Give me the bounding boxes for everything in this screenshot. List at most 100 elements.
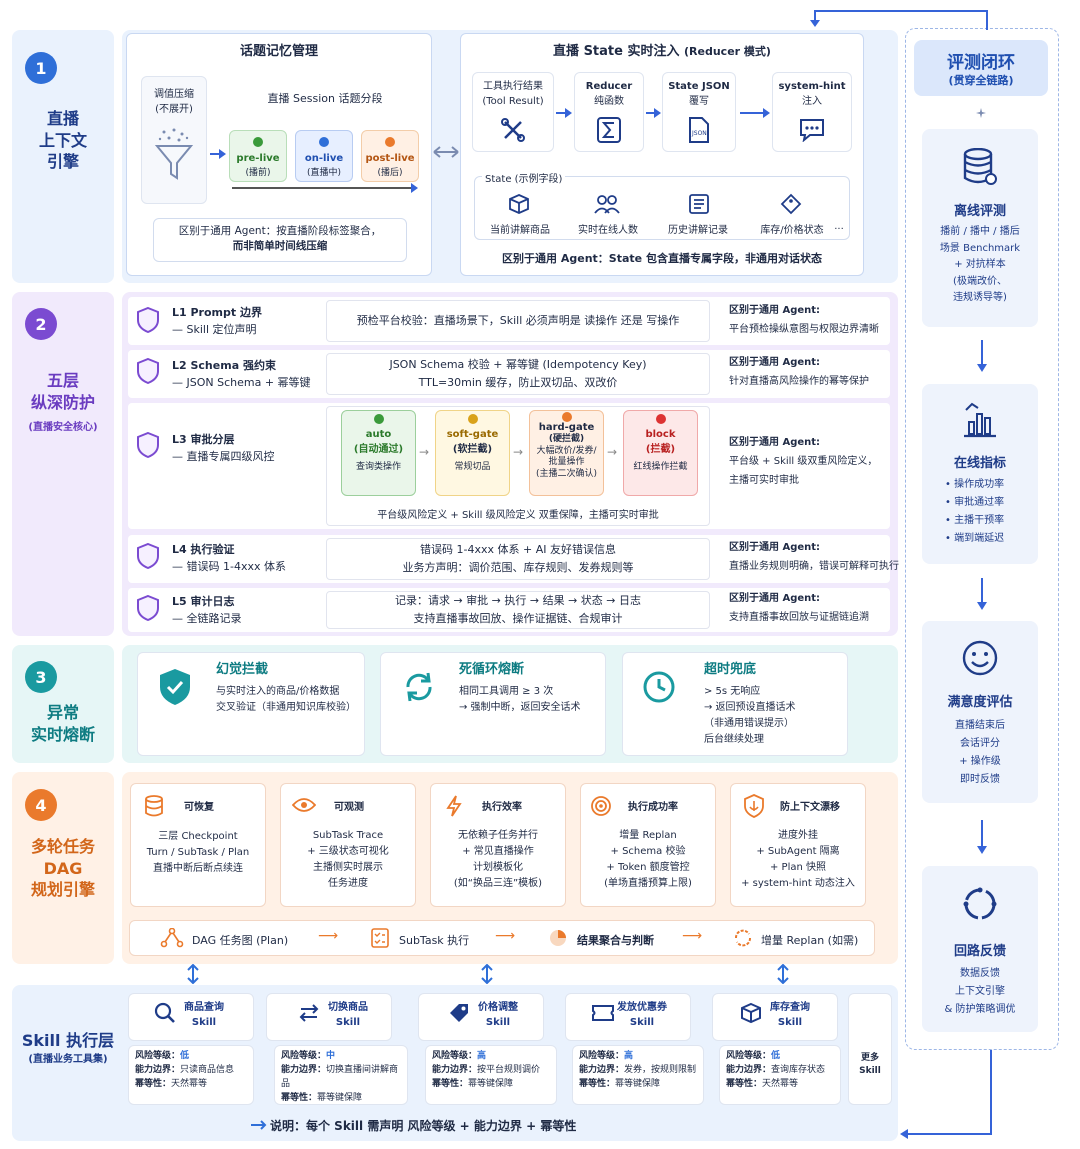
gate-hard (529, 410, 604, 496)
skill-product-query[interactable] (128, 993, 254, 1041)
post-live-icon (385, 137, 395, 147)
state-note: 区别于通用 Agent：State 包含直播专属字段，非通用对话状态 (502, 252, 822, 265)
skill-layer-subtitle: (直播业务工具集) (28, 1054, 108, 1065)
cycle-icon (963, 887, 997, 920)
users-icon (594, 195, 620, 214)
eval-title-box (914, 40, 1048, 96)
eval-down-arrow (977, 340, 987, 372)
checklist-icon (371, 928, 389, 948)
section4-number: 4 (25, 789, 57, 821)
dag-step-subtask: SubTask 执行 (399, 934, 470, 947)
updown-arrow-icon (187, 964, 199, 984)
sparkle-icon (976, 108, 986, 118)
state-field-product: 当前讲解商品 (490, 225, 550, 236)
database-icon (145, 795, 163, 817)
layer-l5-name: L5 审计日志— 全链路记录 (172, 595, 242, 626)
price-tag-icon (450, 1004, 468, 1022)
eval-satisfaction-title: 满意度评估 (947, 695, 1013, 710)
layer-l3-diff: 区别于通用 Agent:平台级 + Skill 级双重风险定义，主播可实时审批 (729, 437, 878, 486)
topic-memory-title: 话题记忆管理 (239, 44, 318, 59)
skill-layer-title: Skill 执行层 (21, 1031, 115, 1050)
section2-subtitle: (直播安全核心) (28, 422, 98, 433)
gate-block (623, 410, 698, 496)
shield-icon (137, 543, 159, 569)
eval-down-arrow (977, 578, 987, 610)
dag-step-plan: DAG 任务图 (Plan) (192, 934, 289, 947)
eval-offline-desc: 播前 / 播中 / 播后场景 Benchmark+ 对抗样本(极端改价、违规诱导… (939, 226, 1021, 303)
layer-l3-name: L3 审批分层— 直播专属四级风控 (172, 433, 275, 464)
on-live-label: on-live(直播中) (304, 153, 344, 178)
pre-live-label: pre-live(播前) (236, 153, 280, 178)
card-anti-drift-title: 防上下文漂移 (780, 802, 840, 813)
loop-icon (406, 672, 432, 702)
layer-l1-diff: 区别于通用 Agent:平台预检操纵意图与权限边界清晰 (729, 305, 879, 335)
pie-icon (550, 930, 566, 946)
layer-l2-name: L2 Schema 强约束— JSON Schema + 幂等键 (172, 359, 311, 390)
coupon-icon (592, 1005, 614, 1021)
gate-soft-icon (468, 414, 478, 424)
post-live-label: post-live(播后) (365, 153, 415, 178)
card-recoverable (130, 783, 266, 907)
shield-check-icon (160, 669, 190, 705)
search-icon (154, 1002, 175, 1023)
skill-detail: 风险等级：低 能力边界：查询库存状态 幂等性：天然幂等 (719, 1045, 841, 1105)
card-success-rate-title: 执行成功率 (628, 802, 678, 813)
json-file-icon: JSON (689, 117, 709, 143)
gate-arrow: → (419, 445, 430, 459)
skill-switch-product[interactable] (266, 993, 392, 1041)
eval-online-title: 在线指标 (953, 456, 1006, 471)
gate-block-text: block(拦截)红线操作拦截 (633, 429, 688, 472)
skill-inventory[interactable] (712, 993, 838, 1041)
dag-step-aggregate: 结果聚合与判断 (577, 934, 654, 947)
loop-breaker-card (380, 652, 606, 756)
clock-icon (643, 671, 675, 703)
loop-line-return (908, 1133, 992, 1135)
database-icon (963, 148, 997, 185)
tool-result-label: 工具执行结果(Tool Result) (482, 81, 544, 107)
skill-detail: 风险等级：中 能力边界：切换直播间讲解商品 幂等性：幂等键保障 (274, 1045, 408, 1105)
layer-l5-diff: 区别于通用 Agent:支持直播事故回放与证据链追溯 (729, 593, 869, 623)
section2-label-panel (12, 292, 114, 636)
double-arrow-icon (433, 146, 459, 158)
flow-arrow-2 (646, 108, 661, 118)
skill-price-adjust[interactable] (418, 993, 544, 1041)
shield-icon (137, 307, 159, 333)
timeout-card (622, 652, 848, 756)
eye-icon (292, 798, 316, 812)
layer-l1-name: L1 Prompt 边界— Skill 定位声明 (172, 306, 262, 337)
anchor-shield-icon (744, 794, 764, 818)
shield-icon (137, 358, 159, 384)
eval-loop-border (905, 28, 1059, 1050)
flow-arrow-3 (740, 108, 770, 118)
card-anti-drift-desc: 进度外挂+ SubAgent 隔离+ Plan 快照+ system-hint … (741, 830, 855, 889)
state-field-history: 历史讲解记录 (668, 225, 728, 236)
more-skills-button[interactable] (848, 993, 892, 1105)
reducer-box (574, 72, 644, 152)
section1-title: 直播上下文引擎 (38, 109, 87, 172)
eval-title: 评测闭环 (947, 53, 1015, 73)
updown-arrow-icon (777, 964, 789, 984)
gate-soft-text: soft-gate(软拦截)常规切品 (446, 429, 499, 472)
more-skills-label: 更多 Skill (859, 1053, 881, 1077)
layer-l3-desc-text: 平台级风险定义 + Skill 级风险定义 双重保障，主播可实时审批 (377, 510, 659, 521)
price-tag-icon (780, 193, 802, 215)
timeline-arrow (232, 183, 418, 193)
cube-icon (509, 194, 529, 214)
arrow-right-icon (251, 1120, 267, 1130)
gate-block-icon (656, 414, 666, 424)
updown-arrow-icon (481, 964, 493, 984)
sigma-icon (597, 117, 621, 143)
system-hint-box (772, 72, 852, 152)
smile-icon (962, 640, 998, 676)
skill-coupon[interactable] (565, 993, 691, 1041)
topic-note (153, 218, 407, 262)
dag-arrow: ⟶ (318, 928, 339, 944)
state-fields-title: State (示例字段) (482, 170, 566, 185)
eval-feedback-block (922, 866, 1038, 1032)
box-icon (741, 1002, 761, 1024)
gate-auto-icon (374, 414, 384, 424)
gate-auto-text: auto(自动通过)查询类操作 (353, 429, 404, 472)
